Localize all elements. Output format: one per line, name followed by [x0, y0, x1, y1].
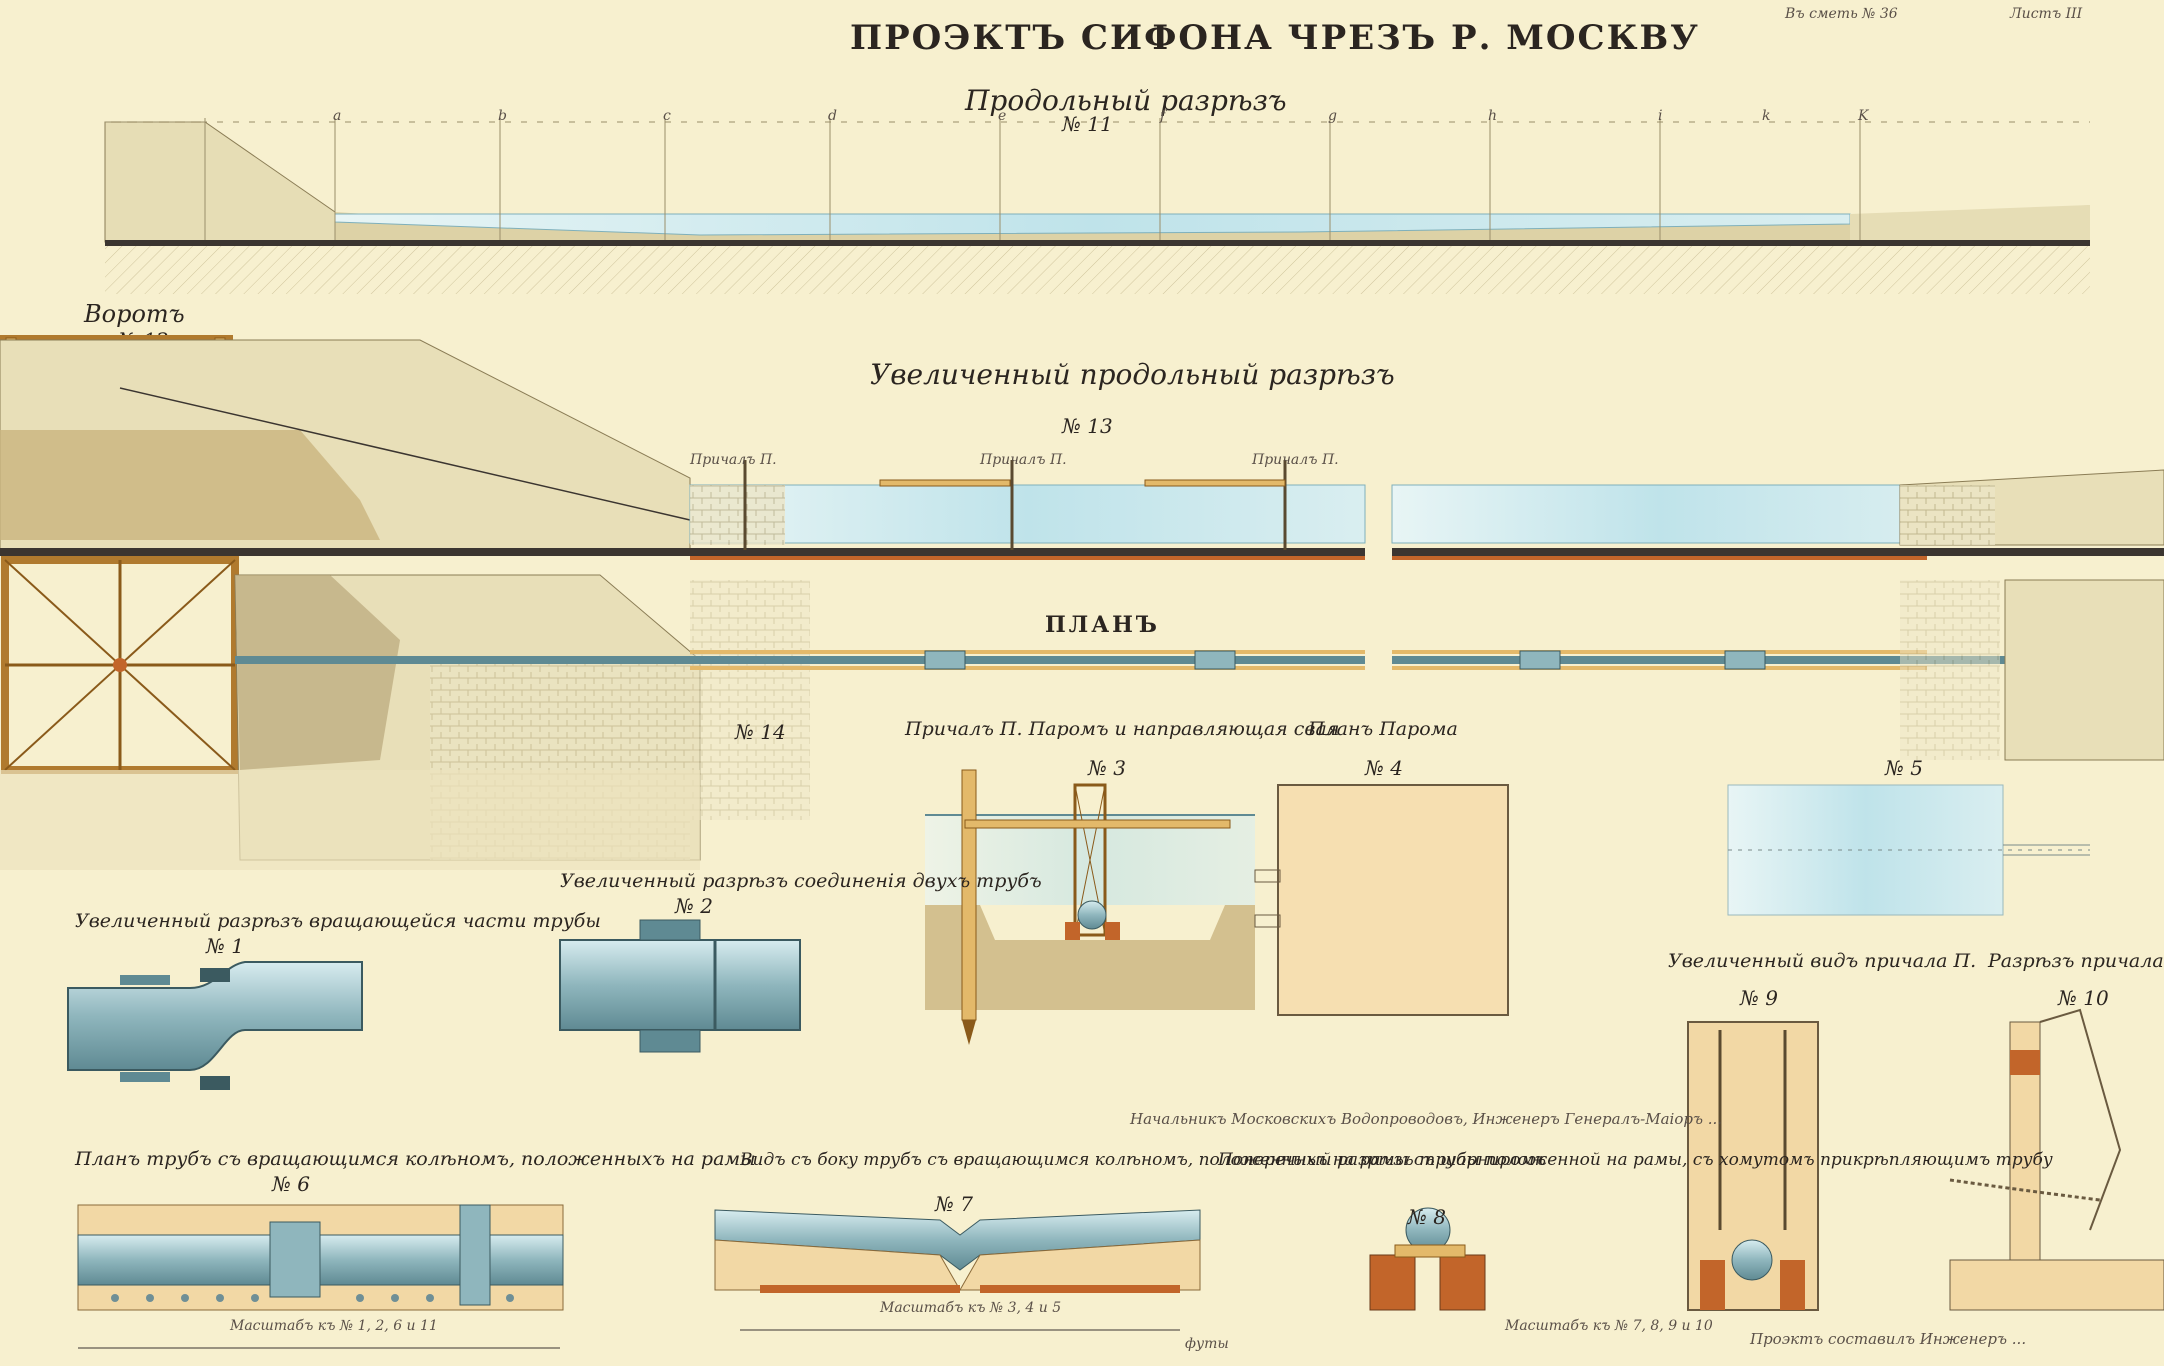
fig7-number: № 7 [935, 1192, 974, 1216]
station-K: K [1858, 108, 1869, 124]
fig6-pipe-plan [77, 1204, 564, 1349]
sheet-label: Листъ III [2010, 6, 2083, 22]
enlarged-section-number: № 13 [1062, 414, 1113, 438]
fig1-number: № 1 [206, 934, 245, 958]
scale-label-1: Масштабъ къ № 1, 2, 6 и 11 [230, 1318, 438, 1334]
fig3-ferry-section [925, 769, 1255, 1045]
longitudinal-section-number: № 11 [1062, 112, 1113, 136]
fig8-number: № 8 [1408, 1205, 1447, 1229]
pipe-joints [924, 650, 1766, 670]
pier-label-3: Причалъ П. [1252, 452, 1339, 468]
pier-beams [879, 479, 1286, 487]
scale-label-3: Масштабъ къ № 7, 8, 9 и 10 [1505, 1318, 1713, 1334]
station-i: i [1658, 108, 1663, 124]
enlarged-water-1 [689, 484, 1366, 544]
scale-label-2: Масштабъ къ № 3, 4 и 5 [880, 1300, 1062, 1316]
fig4-number: № 4 [1365, 756, 1404, 780]
fig2-pipe-coupling [559, 919, 801, 1053]
enlarged-water-2 [1391, 484, 1928, 544]
siphon-pipe-enlarged [0, 548, 1365, 556]
fig5-number: № 5 [1885, 756, 1924, 780]
longitudinal-section [104, 118, 2090, 294]
long-section-hatch [105, 246, 2090, 294]
fig9-number: № 9 [1740, 986, 1779, 1010]
plan-pipe-2 [1392, 656, 2164, 664]
fig7-title: Видъ съ боку трубъ съ вращающимся колѣно… [740, 1150, 1546, 1170]
fig1-title: Увеличенный разрѣзъ вращающейся части тр… [75, 910, 601, 932]
station-e: e [998, 108, 1007, 124]
fig2-title: Увеличенный разрѣзъ соединенія двухъ тру… [560, 870, 1042, 892]
pier-label-1: Причалъ П. [690, 452, 777, 468]
supervisor-note: Начальникъ Московскихъ Водопроводовъ, Ин… [1130, 1110, 1723, 1128]
enlarged-longitudinal-section [0, 339, 2164, 560]
siphon-pipe-long [105, 240, 2090, 246]
station-h: h [1488, 108, 1498, 124]
station-k: k [1762, 108, 1771, 124]
longitudinal-section-title: Продольный разрѣзъ [965, 84, 1287, 117]
plan-title: ПЛАНЪ [1045, 612, 1160, 638]
drawing-title: ПРОЭКТЪ СИФОНА ЧРЕЗЪ Р. МОСКВУ [850, 18, 1700, 58]
left-bank [104, 121, 336, 243]
fig10-pier-section [1949, 1008, 2164, 1311]
pier-posts [743, 460, 1287, 550]
right-bank [1850, 205, 2090, 242]
pier-label-2: Причалъ П. [980, 452, 1067, 468]
windlass-title: Воротъ [84, 300, 185, 328]
fig1-pipe-joint [67, 961, 363, 1090]
fig5-water-plan [1727, 784, 2090, 916]
fig6-number: № 6 [272, 1172, 311, 1196]
fig3-title: Причалъ П. Паромъ и направляющая свая [905, 718, 1340, 740]
fig2-number: № 2 [675, 894, 714, 918]
fig6-title: Планъ трубъ съ вращающимся колѣномъ, пол… [75, 1148, 756, 1170]
plan-pipe-1 [235, 656, 1365, 664]
station-ticks [204, 118, 1861, 240]
archive-note: Въ сметь № 36 [1785, 6, 1898, 22]
fig4-title: Планъ Парома [1308, 718, 1458, 740]
enlarged-earth-mass [0, 430, 380, 540]
fig4-ferry-plan [1254, 784, 1509, 1016]
scale-unit: футы [1185, 1336, 1229, 1352]
station-a: a [333, 108, 342, 124]
enlarged-section-title: Увеличенный продольный разрѣзъ [870, 358, 1395, 391]
station-f: f [1160, 108, 1166, 124]
station-c: c [663, 108, 671, 124]
fig8-pipe-cross-section [1369, 1207, 1486, 1311]
fig3-number: № 3 [1088, 756, 1127, 780]
fig14-number: № 14 [735, 720, 786, 744]
station-b: b [498, 108, 507, 124]
fig9-pier-view [1687, 1021, 1819, 1311]
fig10-number: № 10 [2058, 986, 2109, 1010]
river-bed [335, 205, 2090, 242]
fig8-title: Поперечный разрѣзъ трубы положенной на р… [1218, 1150, 2053, 1170]
fig9-title: Увеличенный видъ причала П. [1668, 950, 1977, 972]
author-note: Проэктъ составилъ Инженеръ ... [1750, 1330, 2027, 1348]
station-d: d [828, 108, 837, 124]
fig7-pipe-side [714, 1209, 1201, 1331]
plan-view [0, 556, 2164, 870]
fig10-title: Разрѣзъ причала П. [1988, 950, 2164, 972]
station-g: g [1328, 108, 1337, 124]
